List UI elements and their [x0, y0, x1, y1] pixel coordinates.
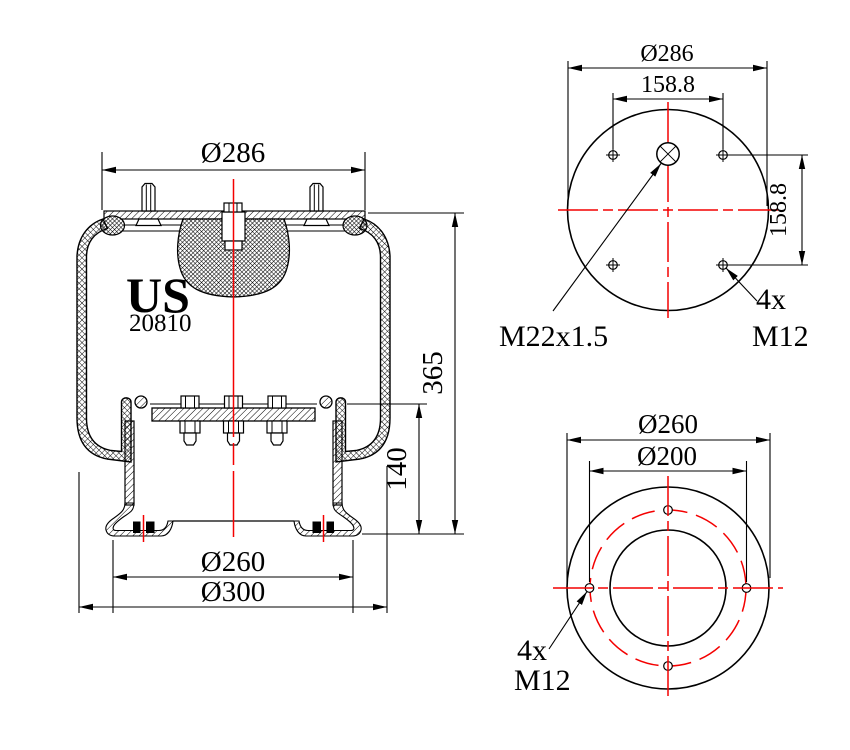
dim-label-stud-spacing-v: 158.8	[766, 183, 792, 237]
dim-stud-spacing-vertical: 158.8	[729, 154, 808, 266]
dim-label-bolt-circle: Ø200	[637, 441, 697, 471]
bottom-nut	[133, 521, 141, 533]
piston-rolled-edge-left	[134, 395, 148, 409]
side-view: US 20810 Ø286 365 140 Ø260	[76, 137, 464, 613]
piston-foot-left	[105, 502, 174, 537]
piston-rolled-edge-right	[319, 395, 333, 409]
brand-logo: US	[126, 267, 190, 323]
bellows-right-wall	[335, 218, 391, 463]
label-stud-thread: M12	[752, 320, 809, 353]
bottom-view: Ø260 Ø200 4x M12	[514, 409, 783, 700]
label-bolt-thread: M12	[514, 664, 571, 697]
dim-top-plate-diameter: Ø286	[101, 137, 366, 210]
dim-bolt-circle-diameter: Ø200	[588, 441, 748, 582]
air-port	[656, 142, 680, 166]
dim-overall-height: 365	[362, 212, 464, 535]
stud-base	[135, 218, 162, 227]
dim-piston-diameter: Ø260	[112, 540, 354, 613]
left-mounting-stud	[135, 182, 162, 227]
dim-label-plate-diameter: Ø286	[640, 41, 693, 67]
bottom-nut	[312, 521, 321, 533]
label-stud-count: 4x	[756, 283, 786, 316]
bottom-nut	[326, 521, 334, 533]
piston-wall-right	[332, 420, 343, 506]
bellows-left-wall	[76, 218, 132, 463]
dim-label-base-diameter: Ø300	[201, 576, 265, 608]
leader-air-port	[552, 163, 662, 312]
dim-label-top-diameter: Ø286	[201, 137, 265, 169]
piston-wall-left	[124, 420, 135, 506]
dim-label-stud-spacing-h: 158.8	[641, 72, 695, 98]
label-bolt-count: 4x	[517, 634, 547, 667]
stud-shaft	[309, 182, 324, 212]
dim-base-diameter: Ø300	[78, 466, 388, 613]
piston-bolt-left	[179, 395, 201, 446]
stud-holes	[606, 148, 730, 272]
bottom-nut	[146, 521, 155, 533]
dim-base-outer-diameter: Ø260	[566, 409, 771, 582]
dim-piston-height: 140	[347, 403, 427, 534]
label-air-port-thread: M22x1.5	[499, 320, 608, 353]
stud-base	[303, 218, 330, 227]
stud-hole	[716, 258, 730, 272]
dim-stud-spacing-horizontal: 158.8	[612, 72, 724, 149]
right-mounting-stud	[303, 182, 330, 227]
top-view: Ø286 158.8 158.8 M22x1.5 4x M12	[499, 41, 809, 353]
dim-label-piston-diameter: Ø260	[201, 546, 265, 578]
dim-label-overall-height: 365	[417, 351, 449, 395]
piston-foot-right	[293, 502, 362, 537]
leader-base-bolt-hole	[548, 591, 588, 650]
dim-label-piston-height: 140	[381, 447, 413, 491]
part-number: 20810	[129, 310, 192, 337]
stud-hole	[606, 258, 620, 272]
stud-hole	[716, 148, 730, 162]
stud-hole	[606, 148, 620, 162]
leader-stud-hole	[725, 267, 758, 302]
piston-bolt-right	[266, 395, 288, 446]
dim-top-view-diameter: Ø286	[567, 41, 768, 206]
stud-shaft	[141, 182, 156, 212]
dim-label-base-outer-diameter: Ø260	[638, 409, 698, 439]
